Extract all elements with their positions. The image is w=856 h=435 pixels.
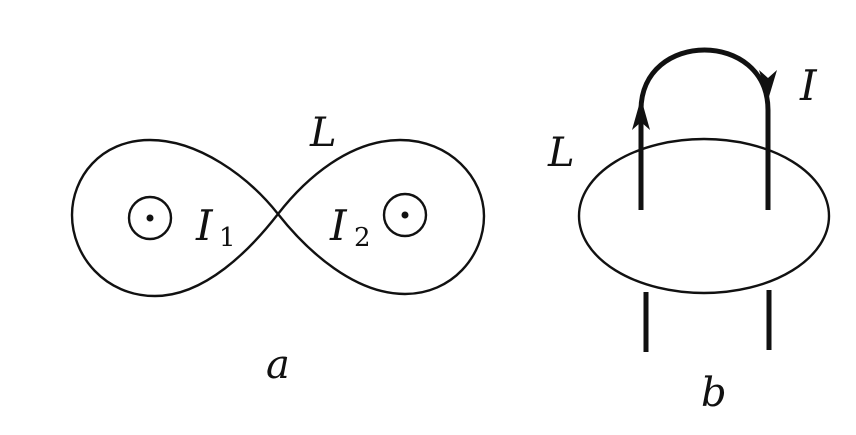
- current-wire-arch: [638, 47, 771, 210]
- current-subscript-1: 1: [219, 223, 236, 253]
- figure-eight-loop: [70, 138, 486, 298]
- current-label-i2: I: [329, 201, 348, 250]
- current-subscript-2: 2: [354, 223, 371, 253]
- caption-b: b: [701, 370, 727, 416]
- ellipse-loop: [577, 137, 831, 295]
- current-label-i1: I: [195, 201, 214, 250]
- arrow-up-icon: [632, 98, 650, 130]
- caption-a: a: [266, 342, 290, 388]
- current-out-of-page-icon-right: [382, 192, 428, 238]
- arrow-down-icon: [759, 70, 777, 100]
- panel-a: L I 1 I 2 a: [70, 110, 486, 388]
- current-label-b: I: [799, 61, 818, 110]
- loop-label-b: L: [547, 130, 575, 176]
- loop-label-a: L: [309, 110, 337, 156]
- current-out-of-page-icon-left: [127, 195, 173, 241]
- panel-b: L I b: [547, 47, 831, 416]
